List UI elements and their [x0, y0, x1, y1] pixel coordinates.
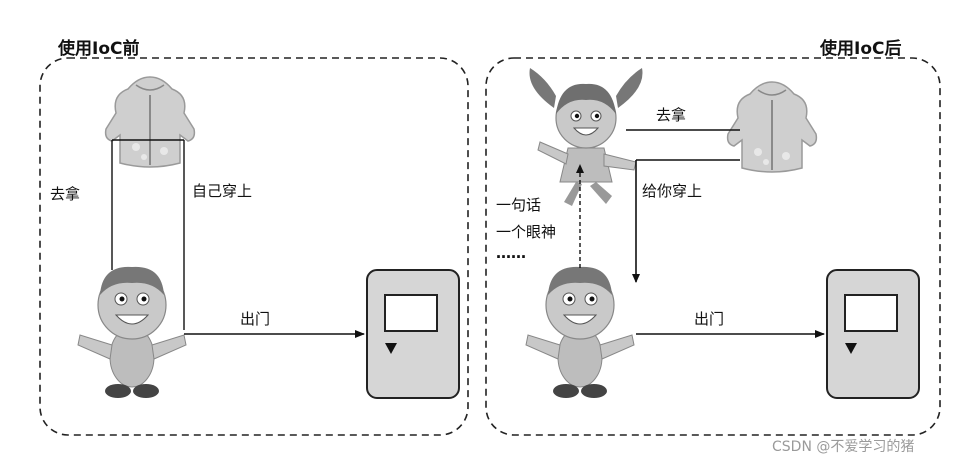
- ellipsis-label: ……: [496, 244, 526, 262]
- go-get-label: 去拿: [656, 106, 687, 124]
- go-out-label: 出门: [694, 310, 725, 328]
- jacket-icon: [726, 81, 818, 173]
- watermark: CSDN @不爱学习的猪: [772, 439, 915, 455]
- self-wear-label: 自己穿上: [192, 182, 253, 200]
- door-icon: [826, 269, 920, 399]
- after-ioc-frame: [485, 57, 941, 436]
- girl-icon: [528, 67, 644, 207]
- go-out-label: 出门: [240, 310, 271, 328]
- boy-icon: [77, 266, 187, 399]
- go-get-label: 去拿: [50, 185, 81, 203]
- before-ioc-frame: [39, 57, 469, 436]
- boy-icon: [525, 266, 635, 399]
- wear-for-you-label: 给你穿上: [642, 182, 703, 200]
- jacket-icon: [104, 76, 196, 168]
- door-icon: [366, 269, 460, 399]
- one-sentence-label: 一句话: [496, 196, 542, 214]
- before-ioc-title: 使用IoC前: [58, 39, 140, 59]
- after-ioc-title: 使用IoC后: [820, 39, 902, 59]
- one-look-label: 一个眼神: [496, 223, 557, 241]
